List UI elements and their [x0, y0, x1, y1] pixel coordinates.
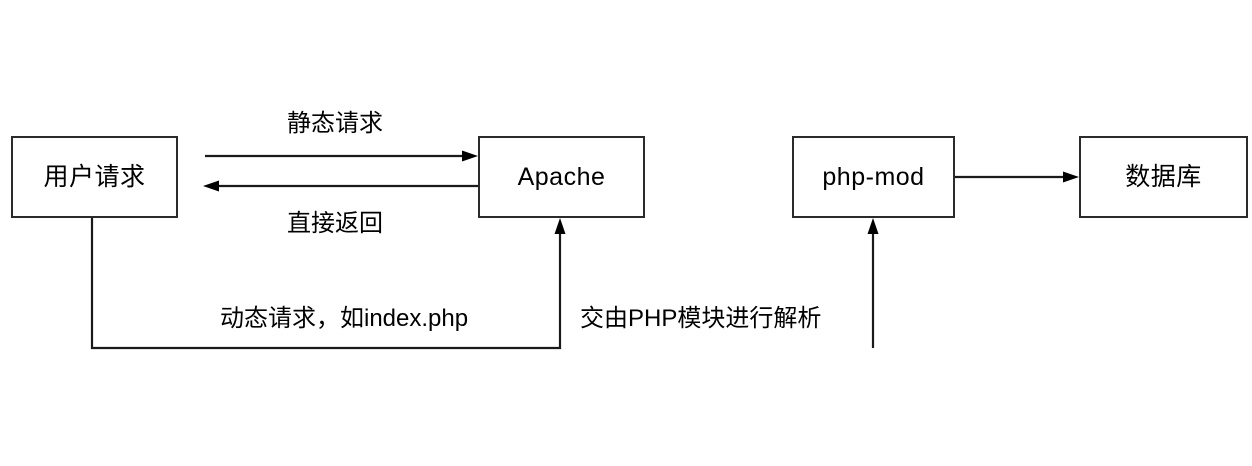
arrowhead-up-apache — [554, 218, 566, 234]
node-php-mod[interactable]: php-mod — [792, 136, 955, 218]
edge-phpmod-to-database — [955, 171, 1079, 183]
edge-dynamic-request — [90, 218, 566, 350]
node-database-label: 数据库 — [1125, 162, 1202, 191]
arrowhead-up-phpmod — [867, 218, 879, 234]
node-database[interactable]: 数据库 — [1079, 136, 1248, 218]
arrowhead-right-database — [1063, 171, 1079, 183]
edge-to-php-mod — [867, 218, 879, 348]
node-apache[interactable]: Apache — [478, 136, 645, 218]
edge-apache-to-user — [203, 180, 478, 192]
edge-user-to-apache — [205, 150, 478, 162]
edge-label-static-request: 静态请求 — [287, 110, 383, 137]
node-apache-label: Apache — [517, 162, 606, 191]
edge-label-dynamic-request: 动态请求，如index.php — [220, 305, 469, 332]
arrowhead-left — [203, 180, 219, 192]
node-user-request[interactable]: 用户请求 — [11, 136, 178, 218]
arrowhead-right — [462, 150, 478, 162]
edge-label-php-module-parse: 交由PHP模块进行解析 — [580, 305, 822, 332]
node-php-mod-label: php-mod — [822, 162, 925, 191]
node-user-request-label: 用户请求 — [43, 162, 146, 191]
edge-label-direct-return: 直接返回 — [287, 210, 383, 237]
